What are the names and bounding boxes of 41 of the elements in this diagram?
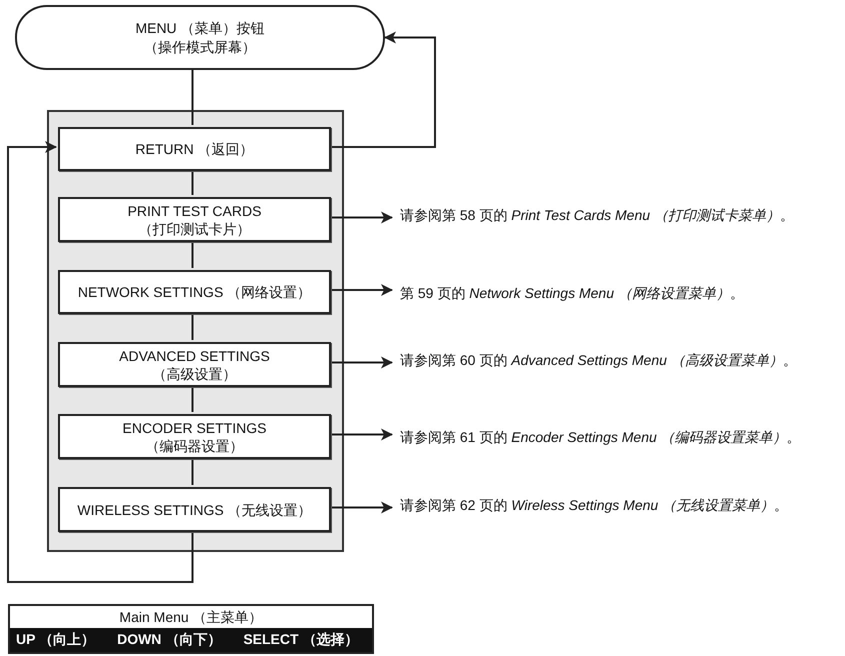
menu-item-box: [58, 127, 331, 171]
node-text: （高级设置）: [152, 364, 236, 382]
node-text: （编码器设置）: [146, 436, 244, 454]
node-text: RETURN （返回）: [135, 140, 254, 158]
connector-line: [192, 70, 194, 125]
node-text: MENU （菜单）按钮: [135, 18, 265, 38]
connector-line: [192, 240, 194, 268]
arrow: [329, 32, 436, 148]
menu-panel: [47, 110, 344, 552]
node-text: PRINT TEST CARDS: [128, 202, 262, 220]
reference-text: 请参阅第 58 页的 Print Test Cards Menu （打印测试卡菜单）。: [392, 204, 842, 226]
reference-text: 第 59 页的 Network Settings Menu （网络设置菜单）。: [392, 282, 842, 304]
arrow: [329, 502, 393, 514]
connector-line: [192, 169, 194, 195]
arrow: [329, 212, 393, 224]
node-text: （打印测试卡片）: [138, 220, 250, 238]
arrow: [329, 428, 393, 440]
reference-text: 请参阅第 61 页的 Encoder Settings Menu （编码器设置菜单）。: [392, 426, 842, 448]
soft-key-label: DOWN （向下）: [117, 631, 222, 649]
menu-item-box: [58, 414, 331, 459]
node-text: WIRELESS SETTINGS （无线设置）: [77, 500, 312, 518]
menu-item-box: [58, 270, 331, 314]
soft-key-label: UP （向上）: [16, 631, 96, 649]
menu-title: Main Menu （主菜单）: [119, 608, 263, 627]
reference-text: 请参阅第 60 页的 Advanced Settings Menu （高级设置菜单）。: [392, 349, 842, 371]
node-text: NETWORK SETTINGS （网络设置）: [78, 283, 312, 301]
node-text: ENCODER SETTINGS: [122, 418, 266, 436]
node-text: ADVANCED SETTINGS: [119, 346, 270, 364]
menu-item-box: [58, 487, 331, 532]
menu-item-box: [58, 197, 331, 242]
connector-line: [192, 312, 194, 340]
menu-item-box: [58, 342, 331, 387]
arrow: [329, 284, 393, 296]
connector-line: [192, 385, 194, 412]
arrow: [7, 141, 194, 583]
soft-key-label: SELECT （选择）: [243, 631, 358, 649]
status-panel: [8, 604, 374, 654]
node-text: （操作模式屏幕）: [144, 38, 256, 56]
reference-text: 请参阅第 62 页的 Wireless Settings Menu （无线设置菜单）。: [392, 494, 842, 516]
connector-line: [192, 457, 194, 485]
arrow: [329, 356, 393, 368]
